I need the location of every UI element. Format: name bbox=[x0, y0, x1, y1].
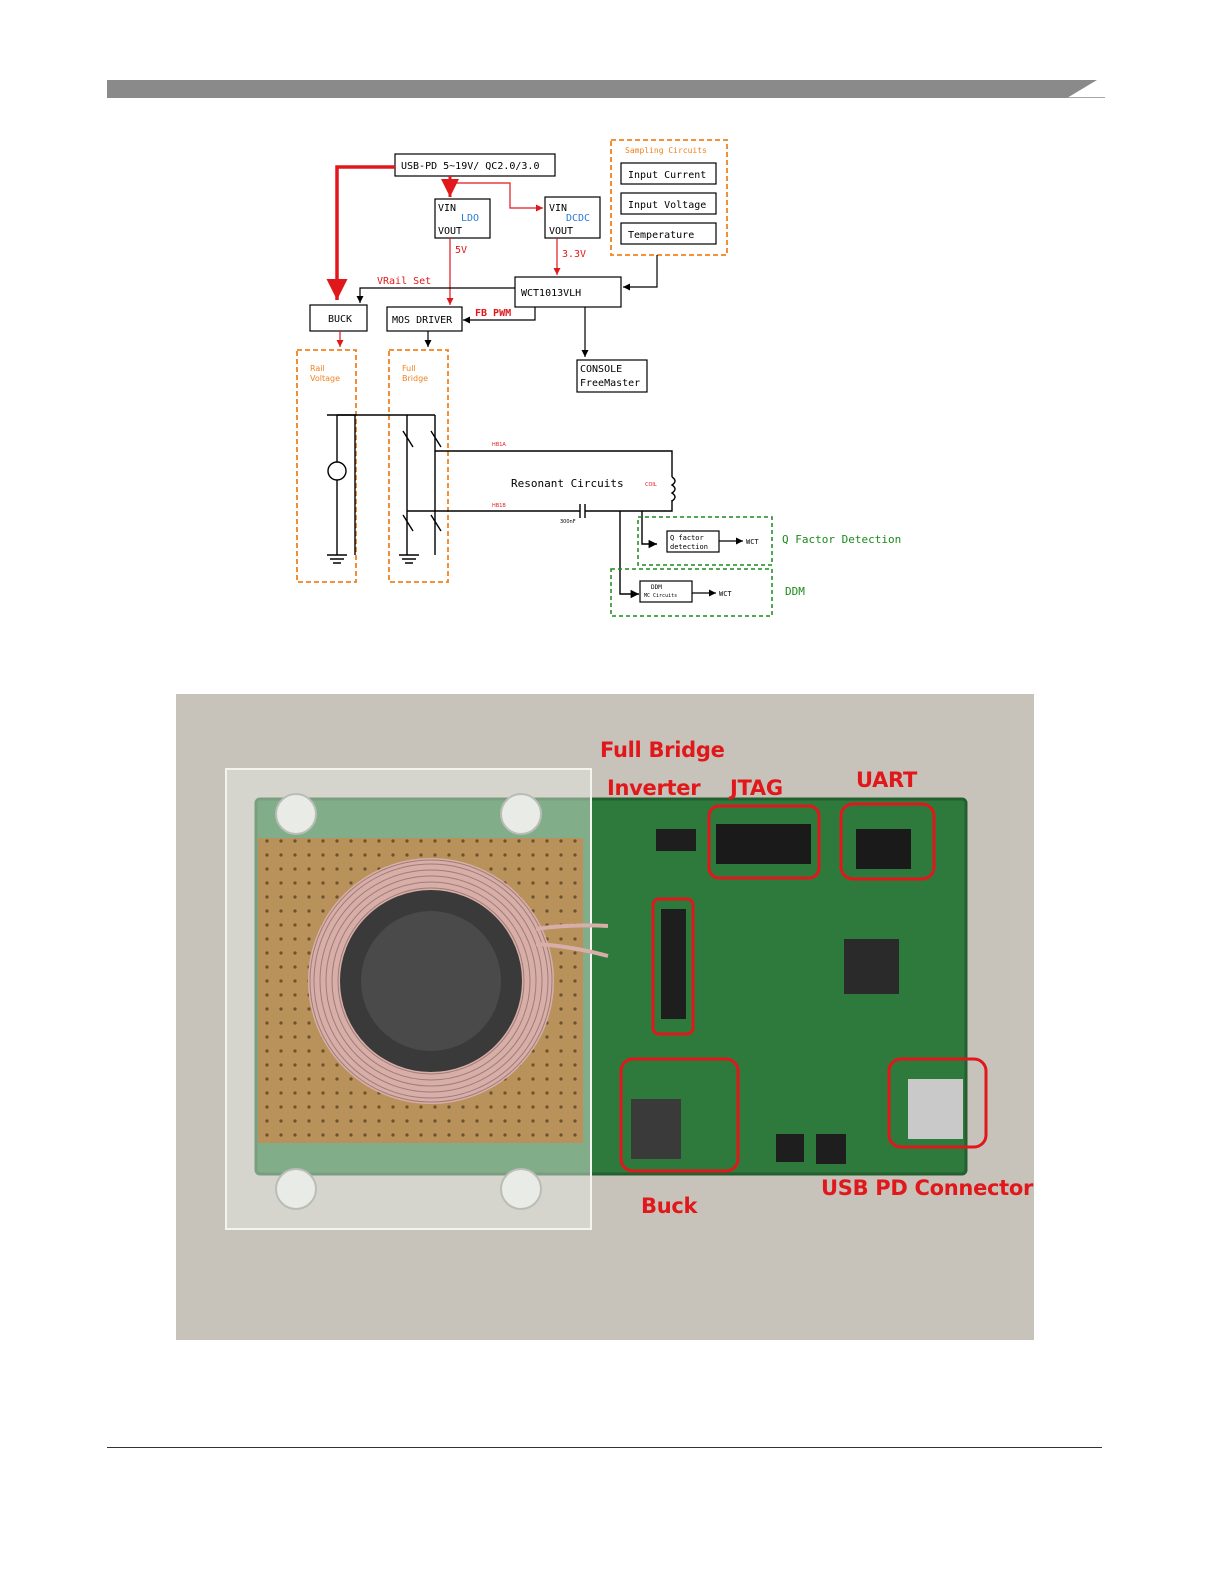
hb1b-label: HB1B bbox=[492, 503, 506, 509]
dcdc-vout: VOUT bbox=[549, 226, 573, 237]
buck-label: BUCK bbox=[328, 314, 352, 325]
temperature-block: Temperature bbox=[628, 230, 694, 241]
wct-block: WCT1013VLH bbox=[514, 276, 622, 308]
q-factor-detection-label: Q Factor Detection bbox=[782, 533, 901, 546]
fb-pwm-label: FB PWM bbox=[475, 308, 511, 319]
capacitor-label: 300nF bbox=[560, 519, 576, 525]
wct-label: WCT1013VLH bbox=[521, 288, 581, 299]
q-factor-group: Q factor detection WCT bbox=[637, 516, 773, 566]
sampling-circuits-group: Sampling Circuits Input Current Input Vo… bbox=[610, 139, 728, 256]
full-bridge-group: Full Bridge bbox=[388, 349, 449, 583]
voltage-label: Voltage bbox=[310, 374, 340, 383]
q-factor-wct-label: WCT bbox=[746, 538, 759, 546]
input-voltage-block: Input Voltage bbox=[628, 200, 706, 211]
ldo-output-label: 5V bbox=[455, 245, 467, 256]
label-inverter: Inverter bbox=[607, 776, 701, 800]
mos-driver-block: MOS DRIVER bbox=[386, 306, 463, 332]
usb-pd-block: USB-PD 5~19V/ QC2.0/3.0 bbox=[394, 153, 556, 177]
usb-pd-label: USB-PD 5~19V/ QC2.0/3.0 bbox=[401, 161, 539, 172]
board-photo-drawing bbox=[176, 694, 1034, 1340]
board-photo: Full Bridge Inverter JTAG UART Buck USB … bbox=[176, 694, 1034, 1340]
sampling-title: Sampling Circuits bbox=[625, 146, 707, 155]
ddm-box-line2: MC Circuits bbox=[644, 593, 677, 599]
mos-driver-label: MOS DRIVER bbox=[392, 315, 453, 326]
resonant-circuits-label: Resonant Circuits bbox=[511, 477, 624, 490]
label-uart: UART bbox=[856, 768, 918, 792]
label-usb-pd-connector: USB PD Connector bbox=[821, 1176, 1034, 1200]
label-jtag: JTAG bbox=[730, 776, 783, 800]
q-factor-box-line2: detection bbox=[670, 543, 708, 551]
console-label: CONSOLE bbox=[580, 364, 622, 375]
page-header-bar bbox=[107, 80, 1105, 98]
rail-label: Rail bbox=[310, 364, 325, 373]
label-buck: Buck bbox=[641, 1194, 698, 1218]
coil-label: COIL bbox=[645, 482, 657, 488]
full-label: Full bbox=[402, 364, 416, 373]
dcdc-vin: VIN bbox=[549, 203, 567, 214]
label-full-bridge: Full Bridge bbox=[600, 738, 725, 762]
footer-rule bbox=[107, 1447, 1102, 1448]
voltage-source-schematic bbox=[327, 414, 676, 599]
dcdc-output-label: 3.3V bbox=[562, 249, 586, 260]
ddm-wct-label: WCT bbox=[719, 590, 732, 598]
input-current-block: Input Current bbox=[628, 170, 706, 181]
hb1a-label: HB1A bbox=[492, 442, 506, 448]
ddm-group: DDM MC Circuits WCT bbox=[610, 568, 773, 617]
ldo-name: LDO bbox=[461, 213, 479, 224]
ddm-label: DDM bbox=[785, 585, 805, 598]
q-factor-box-line1: Q factor bbox=[670, 534, 704, 542]
ddm-box-line1: DDM bbox=[651, 584, 662, 591]
dcdc-name: DCDC bbox=[566, 213, 590, 224]
dcdc-block: VIN DCDC VOUT bbox=[544, 196, 601, 239]
ldo-vout: VOUT bbox=[438, 226, 462, 237]
bridge-label: Bridge bbox=[402, 374, 428, 383]
vrail-set-label: VRail Set bbox=[377, 276, 431, 287]
block-diagram: USB-PD 5~19V/ QC2.0/3.0 VIN LDO VOUT 5V … bbox=[296, 139, 901, 617]
buck-block: BUCK bbox=[309, 304, 368, 332]
freemaster-label: FreeMaster bbox=[580, 378, 640, 389]
ldo-vin: VIN bbox=[438, 203, 456, 214]
console-block: CONSOLE FreeMaster bbox=[576, 359, 648, 393]
rail-voltage-group: Rail Voltage bbox=[296, 349, 357, 583]
ldo-block: VIN LDO VOUT bbox=[434, 198, 491, 239]
